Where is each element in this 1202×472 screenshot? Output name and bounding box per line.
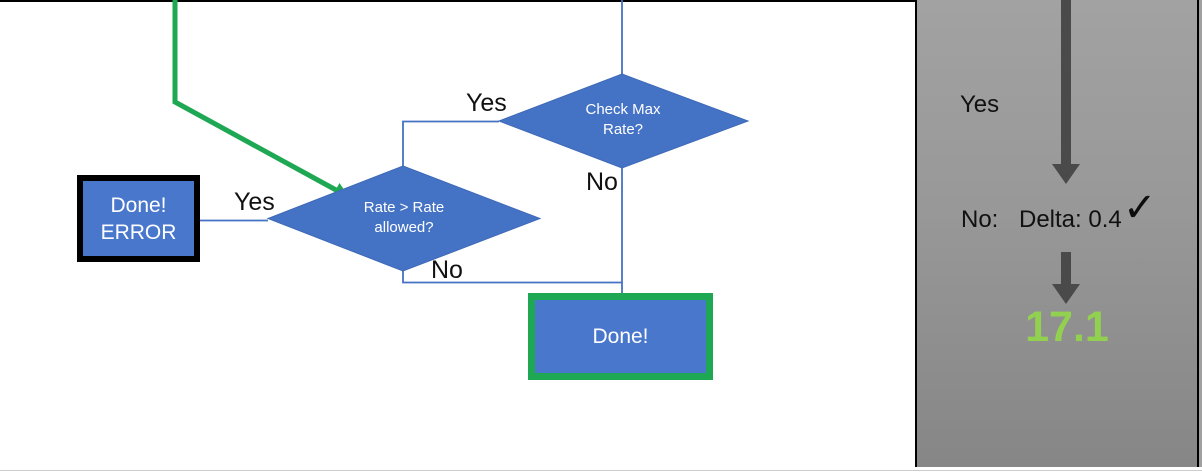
bottom-edge-line xyxy=(0,470,1202,471)
done-error-line2: ERROR xyxy=(100,220,177,244)
green-path-line xyxy=(172,0,338,193)
done-error-box: Done! ERROR xyxy=(77,175,200,262)
decision2-label: Rate > Rate allowed? xyxy=(304,198,504,238)
decision1-label-line2: Rate? xyxy=(602,121,644,138)
down-arrow-2-head-icon xyxy=(1052,284,1080,304)
decision1-label-line1: Check Max xyxy=(585,101,661,118)
decision1-yes-label: Yes xyxy=(466,89,507,117)
decision-rate-allowed xyxy=(266,165,542,272)
connector-decision1-yes xyxy=(402,120,499,166)
side-panel: Yes No: Delta: 0.4 ✓ 17.1 xyxy=(915,0,1199,467)
down-arrow-2-shaft xyxy=(1061,252,1071,284)
panel-delta-value: Delta: 0.4 xyxy=(1019,206,1122,233)
top-edge-line xyxy=(0,0,1202,2)
right-edge-strip xyxy=(1199,0,1202,467)
down-arrow-1-head-icon xyxy=(1052,164,1080,184)
decision-check-max-rate xyxy=(497,73,750,169)
done-error-line1: Done! xyxy=(110,193,167,217)
decision1-label: Check Max Rate? xyxy=(523,100,723,140)
decision2-label-line1: Rate > Rate xyxy=(363,199,445,216)
panel-no-label: No: xyxy=(961,206,999,233)
panel-yes-label: Yes xyxy=(960,91,1000,118)
check-icon: ✓ xyxy=(1123,185,1157,231)
decision2-no-label: No xyxy=(431,256,463,284)
decision2-yes-label: Yes xyxy=(234,188,275,216)
done-box: Done! xyxy=(528,293,713,380)
result-value: 17.1 xyxy=(1025,303,1109,351)
decision1-no-label: No xyxy=(586,168,618,196)
down-arrow-1-shaft xyxy=(1061,0,1071,164)
done-box-label: Done! xyxy=(592,325,649,348)
decision2-label-line2: allowed? xyxy=(374,219,434,236)
connector-decision2-no xyxy=(402,271,622,284)
